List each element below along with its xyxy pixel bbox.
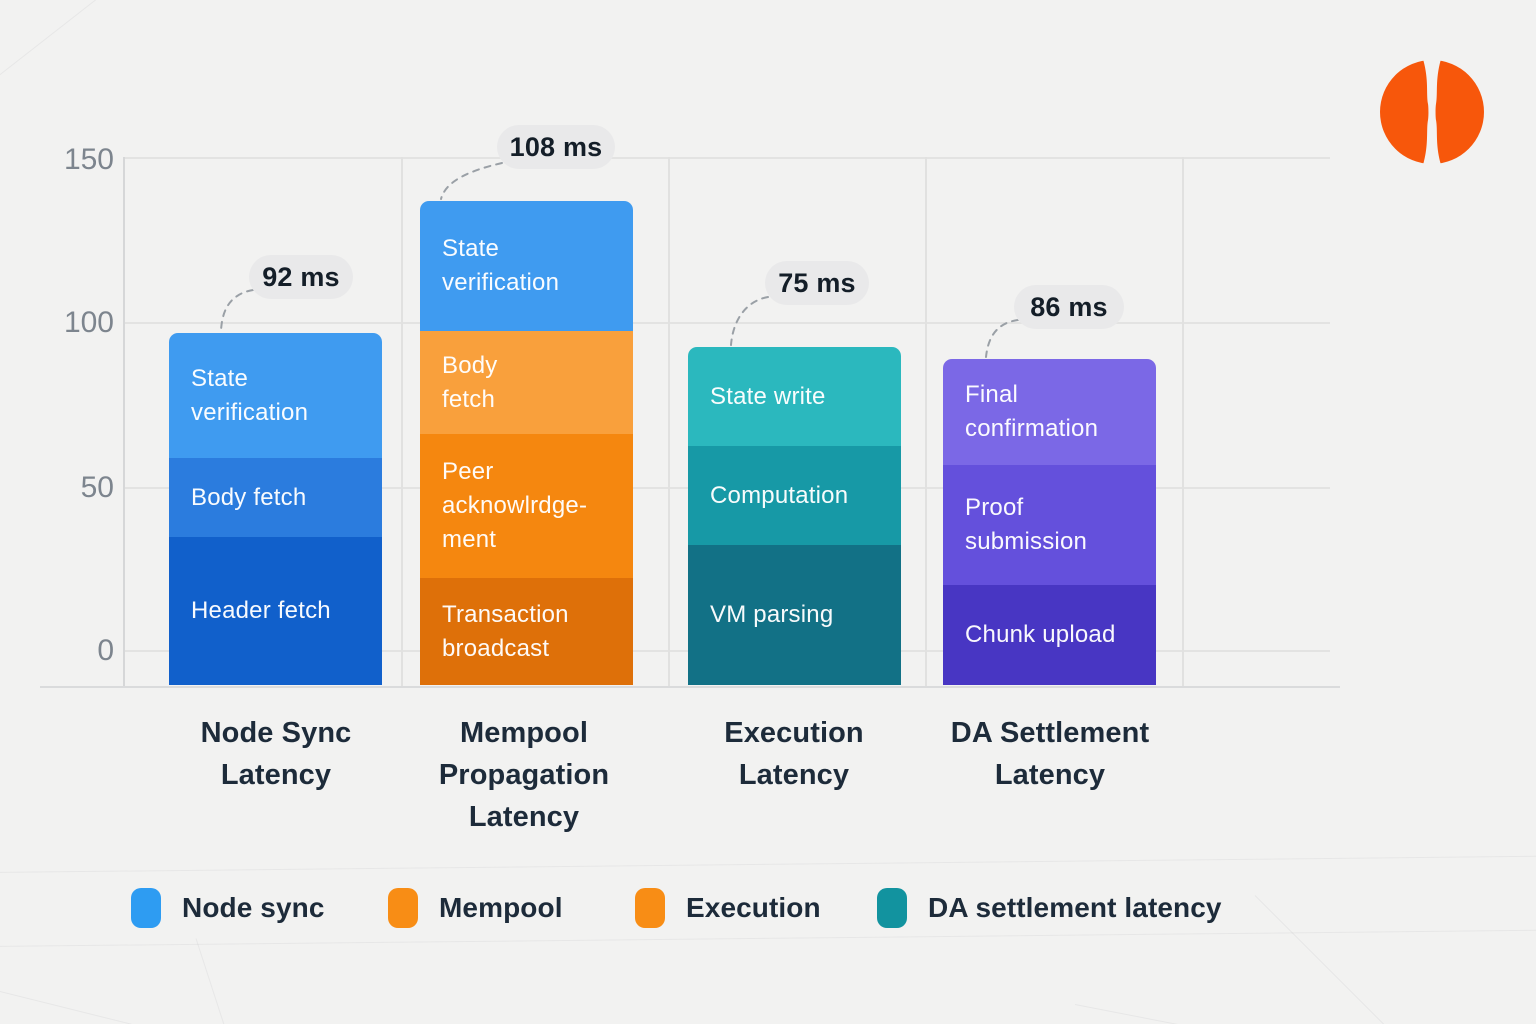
legend-label: Node sync <box>182 892 325 923</box>
y-tick-150: 150 <box>63 143 114 176</box>
bar-segment-state-verification: State verification <box>169 333 382 458</box>
gridline-vertical <box>1182 157 1184 686</box>
value-badge-da-settlement: 86 ms <box>1014 285 1124 329</box>
bar-segment-computation: Computation <box>688 446 901 545</box>
texture-crease <box>1254 895 1536 1024</box>
texture-crease <box>1074 1004 1390 1024</box>
value-badge-node-sync: 92 ms <box>249 255 353 299</box>
legend-item-node-sync: Node sync <box>131 888 325 928</box>
legend-label: DA settlement latency <box>928 892 1222 923</box>
bar-segment-proof-submission: Proof submission <box>943 465 1156 585</box>
bar-segment-chunk-upload: Chunk upload <box>943 585 1156 685</box>
legend-label: Execution <box>686 892 821 923</box>
category-label-execution: Execution Latency <box>724 717 864 791</box>
y-tick-50: 50 <box>80 471 114 504</box>
value-badge-mempool: 108 ms <box>497 125 615 169</box>
texture-crease <box>0 855 1536 873</box>
bar-segment-header-fetch: Header fetch <box>169 537 382 685</box>
gridline-vertical <box>401 157 403 686</box>
plot-baseline <box>40 686 1340 688</box>
brand-logo-icon <box>1380 60 1484 164</box>
bar-segment-state-write: State write <box>688 347 901 446</box>
y-tick-0: 0 <box>97 634 114 667</box>
bar-mempool-propagation: State verification Body fetch Peer ackno… <box>420 201 633 685</box>
texture-crease <box>195 938 250 1024</box>
gridline-vertical <box>925 157 927 686</box>
bar-segment-body-fetch: Body fetch <box>420 331 633 434</box>
category-label-mempool: Mempool Propagation Latency <box>438 717 610 833</box>
value-badge-execution: 75 ms <box>765 261 869 305</box>
category-label-node-sync: Node Sync Latency <box>200 717 352 791</box>
legend-item-mempool: Mempool <box>388 888 563 928</box>
bar-segment-final-confirmation: Final confirmation <box>943 359 1156 465</box>
texture-crease <box>0 929 1536 947</box>
legend-swatch-orange <box>388 888 418 928</box>
gridline-vertical <box>668 157 670 686</box>
legend-swatch-teal <box>877 888 907 928</box>
bar-da-settlement: Final confirmation Proof submission Chun… <box>943 359 1156 685</box>
bar-segment-body-fetch: Body fetch <box>169 458 382 537</box>
legend-swatch-orange <box>635 888 665 928</box>
bar-segment-peer-acknowledgement: Peer acknowlrdge- ment <box>420 434 633 578</box>
legend-item-execution: Execution <box>635 888 821 928</box>
legend-item-da-settlement: DA settlement latency <box>877 888 1222 928</box>
legend-swatch-blue <box>131 888 161 928</box>
gridline-100 <box>123 322 1330 324</box>
bar-execution: State write Computation VM parsing <box>688 347 901 685</box>
gridline-150 <box>123 157 1330 159</box>
texture-crease <box>0 0 99 97</box>
category-label-da-settlement: DA Settlement Latency <box>950 717 1150 791</box>
bar-node-sync: State verification Body fetch Header fet… <box>169 333 382 685</box>
bar-segment-state-verification: State verification <box>420 201 633 331</box>
legend-label: Mempool <box>439 892 563 923</box>
y-tick-100: 100 <box>63 306 114 339</box>
y-axis-line <box>123 157 125 686</box>
bar-segment-transaction-broadcast: Transaction broadcast <box>420 578 633 685</box>
texture-crease <box>0 988 280 1024</box>
bar-segment-vm-parsing: VM parsing <box>688 545 901 685</box>
